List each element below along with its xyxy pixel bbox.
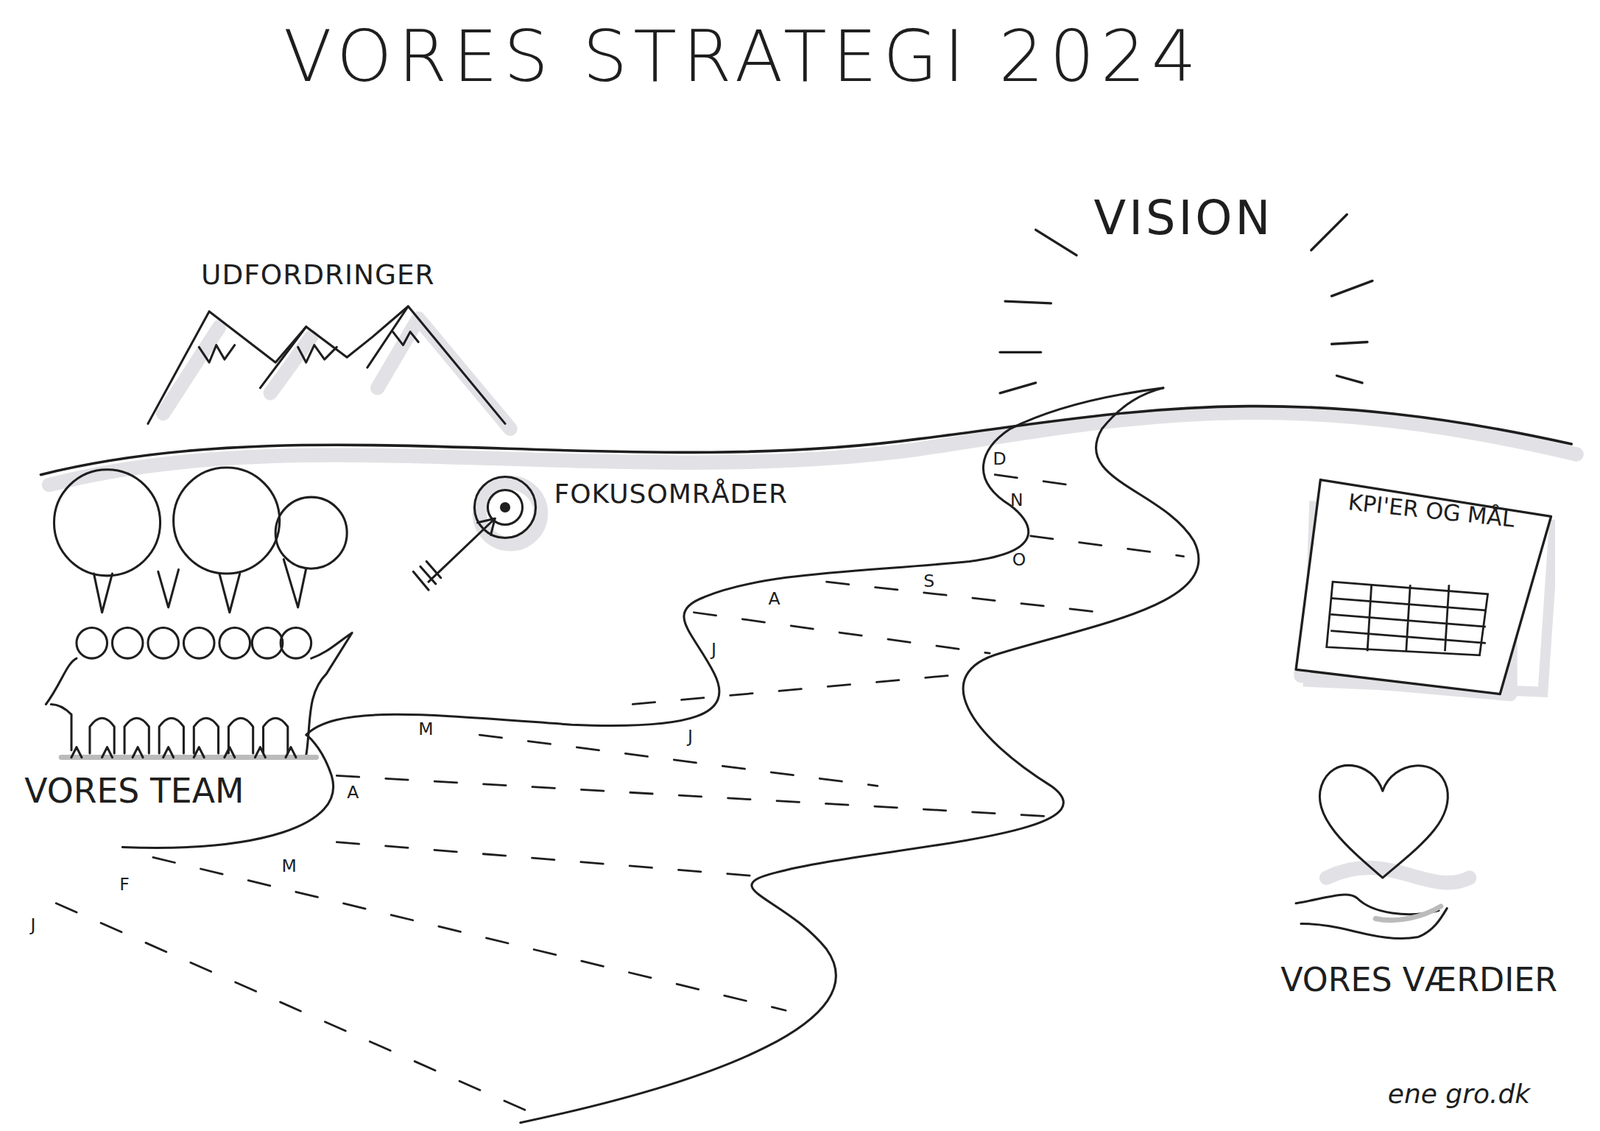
vision-label: VISION xyxy=(1094,192,1274,244)
month-letter: M xyxy=(418,720,433,740)
month-letter: O xyxy=(1012,550,1027,570)
challenges-label: UDFORDRINGER xyxy=(201,259,436,291)
shadow xyxy=(49,318,1578,883)
mountains xyxy=(147,306,506,424)
month-letter: M xyxy=(281,857,296,877)
month-letter: J xyxy=(687,727,693,747)
sheet-text-area: KPI'ER OG MÅL xyxy=(1287,475,1556,525)
focus-label: FOKUSOMRÅDER xyxy=(554,479,789,509)
month-letter: D xyxy=(992,449,1006,470)
month-letter: S xyxy=(923,572,935,592)
focus-target xyxy=(413,476,536,590)
month-letter: J xyxy=(30,915,37,936)
kpi-sheet: KPI'ER OG MÅL xyxy=(1287,475,1556,701)
month-letter: A xyxy=(768,589,781,609)
values-label: VORES VÆRDIER xyxy=(1280,962,1558,999)
horizon-line xyxy=(40,406,1572,475)
month-letter: N xyxy=(1010,491,1024,511)
month-letter: A xyxy=(346,783,359,803)
page-title: VORES STRATEGI 2024 xyxy=(283,18,1203,97)
month-letter: J xyxy=(711,640,717,660)
signature: ene gro.dk xyxy=(1387,1079,1531,1109)
values-heart xyxy=(1295,765,1448,939)
team-drawing xyxy=(45,467,352,758)
month-letter: F xyxy=(119,875,130,895)
team-label: VORES TEAM xyxy=(24,773,244,810)
